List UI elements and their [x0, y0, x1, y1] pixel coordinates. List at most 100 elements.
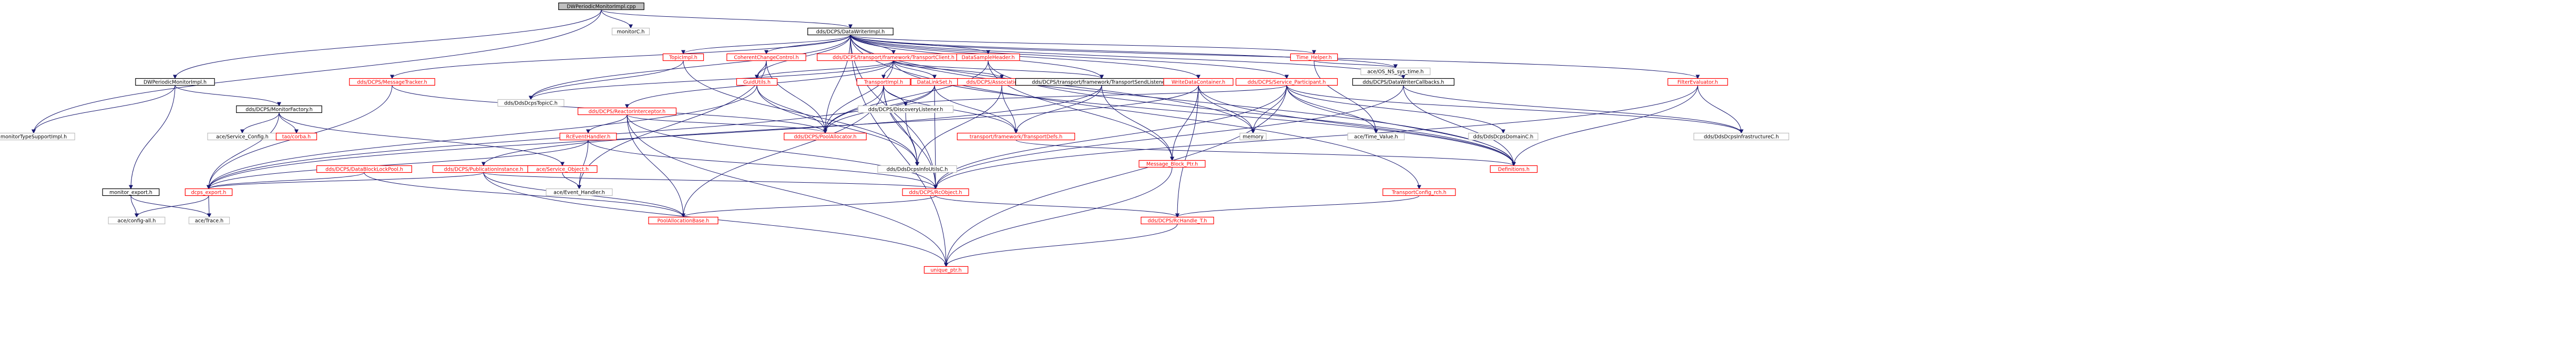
graph-node[interactable]: ace/Time_Value.h — [1347, 132, 1405, 141]
graph-node-box — [1352, 78, 1455, 86]
graph-node[interactable]: dds/DCPS/transport/framework/TransportSe… — [1015, 78, 1188, 86]
graph-node-label: ace/Time_Value.h — [1354, 134, 1398, 140]
graph-node[interactable]: TopicImpl.h — [662, 53, 704, 61]
graph-node-label: tao/corba.h — [282, 134, 311, 140]
graph-node[interactable]: GuidUtils.h — [736, 78, 778, 86]
graph-node[interactable]: memory — [1239, 132, 1267, 141]
graph-node-label: ace/Event_Handler.h — [553, 190, 605, 196]
graph-node-label: Time_Helper.h — [1296, 55, 1332, 61]
graph-node[interactable]: dds/DCPS/MessageTracker.h — [349, 78, 435, 86]
graph-node-label: dds/DCPS/AssociationData.h — [967, 80, 1038, 86]
graph-node[interactable]: unique_ptr.h — [923, 266, 969, 274]
graph-node[interactable]: TransportConfig_rch.h — [1382, 188, 1456, 196]
graph-node[interactable]: ace/Trace.h — [188, 216, 230, 225]
graph-node[interactable]: ace/config-all.h — [108, 216, 166, 225]
graph-node[interactable]: DataSampleHeader.h — [956, 53, 1020, 61]
dependency-edge — [240, 112, 280, 134]
graph-node-label: ace/Trace.h — [195, 218, 223, 224]
graph-node[interactable]: dds/DdsDcpsInfrastructureC.h — [1694, 132, 1790, 141]
graph-node[interactable]: DWPeriodicMonitorImpl.cpp — [558, 2, 644, 11]
dependency-edge — [850, 35, 1316, 55]
graph-node[interactable]: dds/DCPS/DataWriterCallbacks.h — [1352, 78, 1455, 86]
graph-node-box — [349, 78, 435, 86]
graph-node-box — [611, 27, 650, 36]
dependency-edge — [529, 35, 851, 100]
graph-node[interactable]: dds/DCPS/Service_Participant.h — [1235, 78, 1338, 86]
graph-node-box — [857, 105, 953, 113]
dependency-edge — [529, 60, 894, 100]
graph-node[interactable]: dds/DCPS/transport/framework/TransportCl… — [817, 53, 970, 61]
graph-node[interactable]: CoherentChangeControl.h — [726, 53, 806, 61]
graph-node[interactable]: dds/DCPS/DiscoveryListener.h — [857, 105, 953, 113]
graph-node[interactable]: WriteDataContainer.h — [1163, 78, 1234, 86]
graph-node[interactable]: Definitions.h — [1490, 165, 1538, 173]
graph-node[interactable]: dds/DCPS/MonitorFactory.h — [236, 105, 322, 113]
graph-node[interactable]: ace/Service_Object.h — [527, 165, 598, 173]
graph-node[interactable]: dds/DCPS/PoolAllocator.h — [784, 132, 867, 141]
dependency-edge — [933, 85, 1698, 190]
graph-node-label: dds/DCPS/PoolAllocator.h — [794, 134, 856, 140]
graph-node-label: DataSampleHeader.h — [961, 55, 1014, 61]
graph-node-label: GuidUtils.h — [743, 80, 771, 86]
dependency-edge — [681, 35, 851, 55]
graph-node-label: dds/DCPS/PublicationInstance.h — [444, 167, 524, 173]
graph-node[interactable]: ace/OS_NS_sys_time.h — [1360, 67, 1431, 76]
graph-node-box — [662, 53, 704, 61]
graph-node-label: FilterEvaluator.h — [1677, 80, 1718, 86]
dependency-edge — [390, 35, 851, 79]
graph-node[interactable]: ace/Event_Handler.h — [546, 188, 613, 196]
graph-node-label: ace/OS_NS_sys_time.h — [1367, 69, 1423, 75]
graph-node[interactable]: dds/DCPS/DataWriterImpl.h — [807, 27, 894, 36]
graph-node[interactable]: dcps_export.h — [184, 188, 233, 196]
graph-node-box — [0, 132, 75, 141]
dependency-edge — [627, 114, 827, 134]
graph-node[interactable]: dds/DdsDcpsInfoUtilsC.h — [877, 165, 957, 173]
dependency-edge — [207, 172, 365, 190]
graph-node[interactable]: ace/Service_Config.h — [207, 132, 278, 141]
graph-node[interactable]: dds/DCPS/RcObject.h — [902, 188, 969, 196]
graph-node-label: dds/DCPS/RcHandle_T.h — [1148, 218, 1207, 224]
graph-node-label: dds/DdsDcpsTopicC.h — [504, 101, 558, 107]
graph-node-box — [135, 78, 215, 86]
graph-node[interactable]: transport/framework/TransportDefs.h — [957, 132, 1075, 141]
graph-node-box — [648, 216, 719, 225]
graph-node[interactable]: dds/DCPS/PublicationInstance.h — [432, 165, 535, 173]
graph-node[interactable]: Message_Block_Ptr.h — [1138, 160, 1206, 168]
dependency-edge — [823, 35, 851, 134]
dependency-edge — [279, 112, 565, 166]
dependency-edge — [1286, 85, 1743, 134]
graph-node[interactable]: monitorTypeSupportImpl.h — [0, 132, 75, 141]
dependency-edge — [850, 35, 1700, 79]
graph-node[interactable]: Time_Helper.h — [1290, 53, 1338, 61]
dependency-edge — [562, 172, 581, 190]
graph-node-label: ace/config-all.h — [118, 218, 156, 224]
graph-node[interactable]: RcEventHandler.h — [559, 132, 617, 141]
graph-node[interactable]: dds/DCPS/ReactorInterceptor.h — [577, 107, 677, 116]
dependency-edge — [988, 60, 1516, 166]
graph-node[interactable]: FilterEvaluator.h — [1667, 78, 1728, 86]
graph-node-label: dds/DCPS/RcObject.h — [909, 190, 962, 196]
graph-node-label: dcps_export.h — [191, 190, 227, 196]
graph-node[interactable]: DWPeriodicMonitorImpl.h — [135, 78, 215, 86]
dependency-edge — [207, 85, 757, 190]
graph-node[interactable]: TransportImpl.h — [856, 78, 911, 86]
dependency-edge — [933, 85, 1404, 190]
graph-node[interactable]: dds/DdsDcpsDomainC.h — [1468, 132, 1538, 141]
graph-node[interactable]: monitorC.h — [611, 27, 650, 36]
dependency-edge — [601, 9, 633, 29]
graph-node-box — [877, 165, 957, 173]
graph-node[interactable]: PoolAllocationBase.h — [648, 216, 719, 225]
graph-node-label: monitorTypeSupportImpl.h — [1, 134, 67, 140]
dependency-edge — [893, 60, 1004, 79]
graph-node[interactable]: monitor_export.h — [102, 188, 160, 196]
graph-node[interactable]: dds/DCPS/RcHandle_T.h — [1141, 216, 1214, 225]
graph-node[interactable]: tao/corba.h — [275, 132, 317, 141]
graph-node[interactable]: dds/DdsDcpsTopicC.h — [497, 99, 565, 107]
dependency-edge — [934, 85, 1018, 134]
dependency-edge — [32, 9, 602, 134]
graph-node[interactable]: DataLinkSet.h — [910, 78, 959, 86]
dependency-edge — [1001, 85, 1018, 134]
dependency-edge — [915, 85, 1002, 166]
graph-node[interactable]: dds/DCPS/DataBlockLockPool.h — [316, 165, 412, 173]
graph-node-box — [902, 188, 969, 196]
